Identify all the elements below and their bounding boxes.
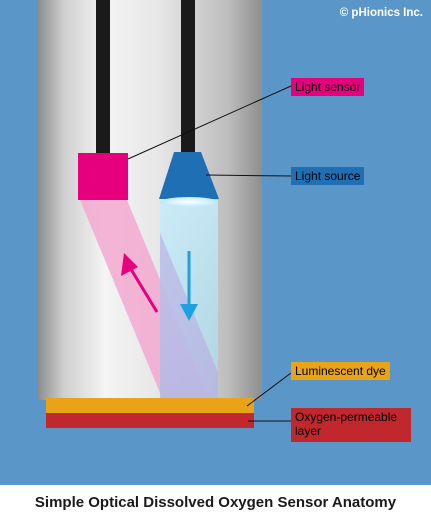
label-oxygen-permeable: Oxygen-permeable layer bbox=[291, 408, 411, 442]
label-luminescent-dye: Luminescent dye bbox=[291, 362, 390, 380]
down-arrow bbox=[180, 251, 198, 321]
label-light-source: Light source bbox=[291, 167, 365, 185]
label-light-sensor: Light sensor bbox=[291, 78, 365, 96]
copyright-notice: © pHionics Inc. bbox=[339, 7, 423, 19]
caption-band bbox=[0, 485, 431, 520]
source-cable bbox=[181, 0, 195, 154]
light-sensor-box bbox=[78, 153, 128, 200]
up-arrow bbox=[121, 253, 159, 313]
label-oxygen-permeable-line1: Oxygen-permeable bbox=[295, 410, 398, 424]
label-oxygen-permeable-line2: layer bbox=[295, 424, 322, 438]
leader-line-luminescent-dye bbox=[246, 372, 292, 407]
light-source-housing bbox=[159, 152, 219, 199]
leader-line-light-sensor bbox=[127, 85, 292, 160]
diagram-caption: Simple Optical Dissolved Oxygen Sensor A… bbox=[34, 494, 397, 511]
luminescent-dye-layer bbox=[46, 398, 254, 413]
leader-line-light-source bbox=[205, 174, 292, 177]
light-source-glow bbox=[160, 197, 218, 207]
oxygen-permeable-layer bbox=[46, 413, 254, 428]
sensor-cable bbox=[96, 0, 110, 154]
